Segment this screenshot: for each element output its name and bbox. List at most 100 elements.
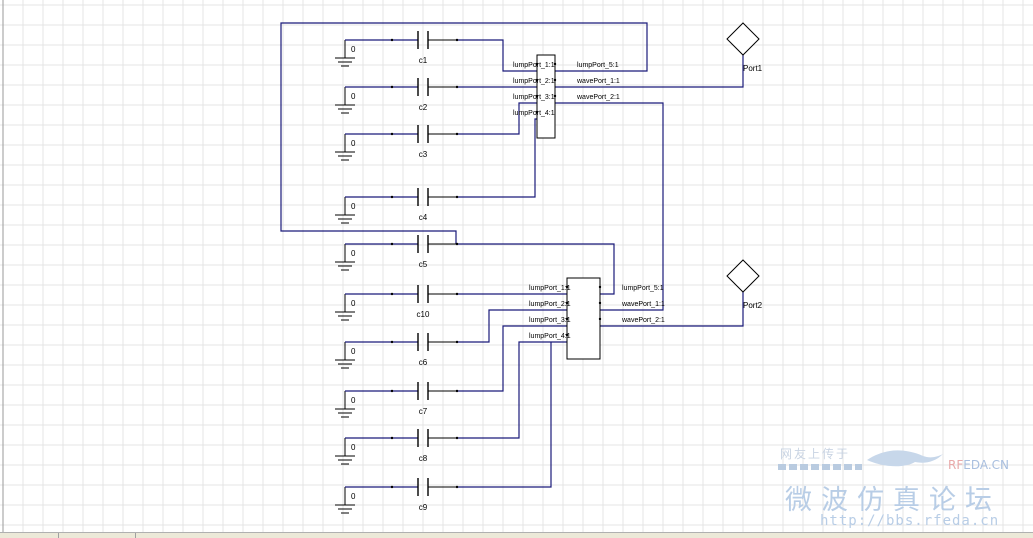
pin-label-left: lumpPort_1:1 <box>513 62 555 69</box>
port-2: Port2 <box>726 259 763 310</box>
capacitor-ref: c7 <box>419 407 428 416</box>
pin-dot <box>535 110 539 114</box>
pin-dot <box>390 85 394 89</box>
capacitor-c10: 0 c10 <box>335 285 459 321</box>
pin-dot <box>390 132 394 136</box>
pin-dot <box>565 333 569 337</box>
wire <box>457 325 567 392</box>
pin-label-right: wavePort_1:1 <box>621 301 665 308</box>
pin-dot <box>390 340 394 344</box>
capacitor-ref: c1 <box>419 56 428 65</box>
capacitor-value: 0 <box>351 202 356 211</box>
capacitor-ref: c2 <box>419 103 428 112</box>
pin-dot <box>553 78 557 82</box>
pin-label-left: lumpPort_3:1 <box>529 317 571 324</box>
port-1: Port1 <box>726 22 763 73</box>
capacitor-c8: 0 c8 <box>335 429 459 465</box>
capacitor-value: 0 <box>351 396 356 405</box>
wire <box>457 342 552 488</box>
pin-dot <box>455 340 459 344</box>
wire <box>457 309 567 343</box>
wire <box>555 102 664 311</box>
pin-dot <box>565 285 569 289</box>
capacitor-c2: 0 c2 <box>335 78 459 114</box>
capacitor-value: 0 <box>351 443 356 452</box>
pin-dot <box>455 485 459 489</box>
capacitor-ref: c4 <box>419 213 428 222</box>
pin-dot <box>390 436 394 440</box>
pin-dot <box>455 436 459 440</box>
pin-dot <box>535 94 539 98</box>
port-label: Port2 <box>743 301 763 310</box>
pin-dot <box>455 85 459 89</box>
watermark-bird-icon <box>865 446 945 468</box>
wire <box>457 102 537 135</box>
pin-label-left: lumpPort_3:1 <box>513 94 555 101</box>
pin-dot <box>455 195 459 199</box>
pin-label-right: wavePort_1:1 <box>576 78 620 85</box>
pin-dot <box>565 301 569 305</box>
capacitor-ref: c10 <box>417 310 430 319</box>
pin-dot <box>390 195 394 199</box>
pin-dot <box>535 78 539 82</box>
capacitor-ref: c9 <box>419 503 428 512</box>
pin-label-right: lumpPort_5:1 <box>622 285 664 292</box>
status-tab[interactable] <box>58 533 136 538</box>
capacitor-value: 0 <box>351 347 356 356</box>
pin-label-right: wavePort_2:1 <box>621 317 665 324</box>
capacitor-c3: 0 c3 <box>335 125 459 161</box>
capacitor-value: 0 <box>351 492 356 501</box>
wire <box>457 341 567 439</box>
pin-label-left: lumpPort_2:1 <box>513 78 555 85</box>
pin-label-left: lumpPort_1:1 <box>529 285 571 292</box>
wire <box>600 292 744 327</box>
pin-dot <box>390 292 394 296</box>
port-block-1: lumpPort_1:1 lumpPort_2:1 lumpPort_3:1 lump… <box>513 54 620 139</box>
pin-dot <box>390 242 394 246</box>
port-block-2: lumpPort_1:1lumpPort_2:1lumpPort_3:1lump… <box>529 277 665 360</box>
pin-dot <box>455 242 459 246</box>
watermark-url: http://bbs.rfeda.cn <box>820 513 1000 529</box>
capacitor-ref: c3 <box>419 150 428 159</box>
pin-dot <box>455 38 459 42</box>
capacitor-value: 0 <box>351 249 356 258</box>
pin-dot <box>455 132 459 136</box>
capacitor-c4: 0 c4 <box>335 188 459 224</box>
pin-dot <box>455 389 459 393</box>
pin-label-left: lumpPort_4:1 <box>529 333 571 340</box>
pin-dot <box>553 94 557 98</box>
capacitor-value: 0 <box>351 139 356 148</box>
capacitor-ref: c8 <box>419 454 428 463</box>
capacitor-c5: 0c5 <box>335 235 459 271</box>
watermark-brand-blue: EDA.CN <box>963 458 1010 472</box>
capacitor-value: 0 <box>351 299 356 308</box>
watermark-blocks <box>778 464 862 470</box>
wires <box>280 22 744 488</box>
watermark-brand-red: RF <box>948 458 964 472</box>
capacitor-c9: 0 c9 <box>335 478 459 514</box>
port-diamond-icon <box>726 259 760 293</box>
wire <box>555 55 744 88</box>
pin-dot <box>390 38 394 42</box>
capacitor-c1: 0c1 <box>335 31 459 67</box>
port-blocks: lumpPort_1:1lumpPort_2:1lumpPort_3:1lump… <box>513 54 665 360</box>
capacitor-value: 0 <box>351 92 356 101</box>
port-block-box <box>566 277 601 360</box>
pin-dot <box>565 317 569 321</box>
capacitor-ref: c6 <box>419 358 428 367</box>
pin-label-right: lumpPort_5:1 <box>577 62 619 69</box>
capacitor-c7: 0 c7 <box>335 382 459 418</box>
wire <box>457 39 537 72</box>
watermark: 网友上传于 RFEDA.CN 微波仿真论坛 http://bbs.rfeda.c… <box>770 440 1030 535</box>
pin-dot <box>598 317 602 321</box>
watermark-brand: RFEDA.CN <box>948 458 1009 472</box>
port-diamond-icon <box>726 22 760 56</box>
wire <box>457 243 615 295</box>
pin-dot <box>455 292 459 296</box>
wire <box>280 22 648 244</box>
pin-dot <box>598 301 602 305</box>
